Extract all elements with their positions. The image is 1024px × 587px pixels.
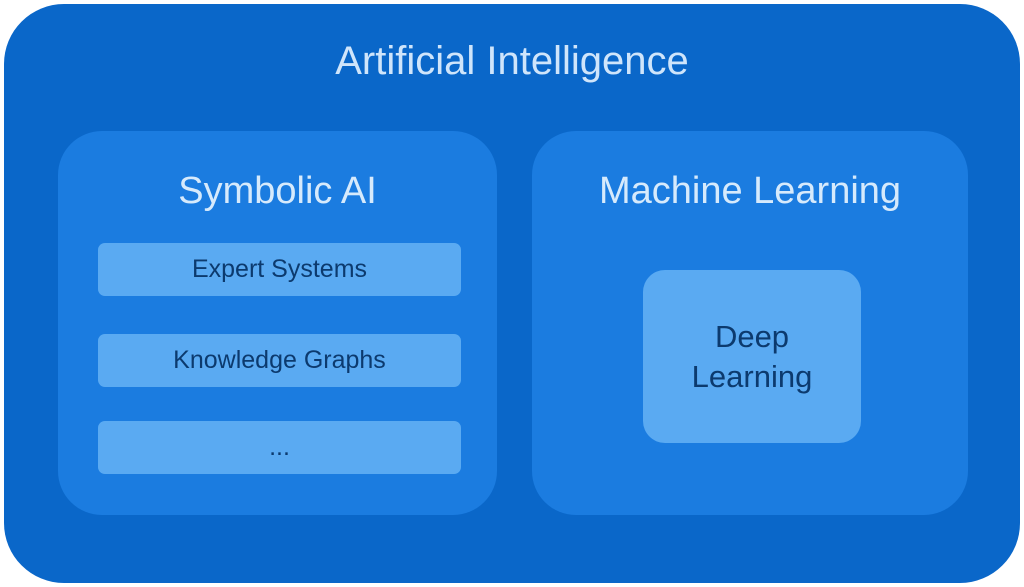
ellipsis-item: ... [98,421,461,474]
symbolic-ai-panel: Symbolic AI Expert Systems Knowledge Gra… [58,131,497,515]
symbolic-ai-title: Symbolic AI [178,170,377,212]
deep-learning-box: Deep Learning [643,270,861,443]
expert-systems-item: Expert Systems [98,243,461,296]
deep-learning-label-line2: Learning [691,358,813,394]
artificial-intelligence-box: Artificial Intelligence Symbolic AI Expe… [4,4,1020,583]
artificial-intelligence-title: Artificial Intelligence [335,39,689,83]
machine-learning-title: Machine Learning [598,170,902,212]
machine-learning-panel: Machine Learning Deep Learning [532,131,968,515]
knowledge-graphs-item: Knowledge Graphs [98,334,461,387]
deep-learning-label-line1: Deep [714,318,790,354]
